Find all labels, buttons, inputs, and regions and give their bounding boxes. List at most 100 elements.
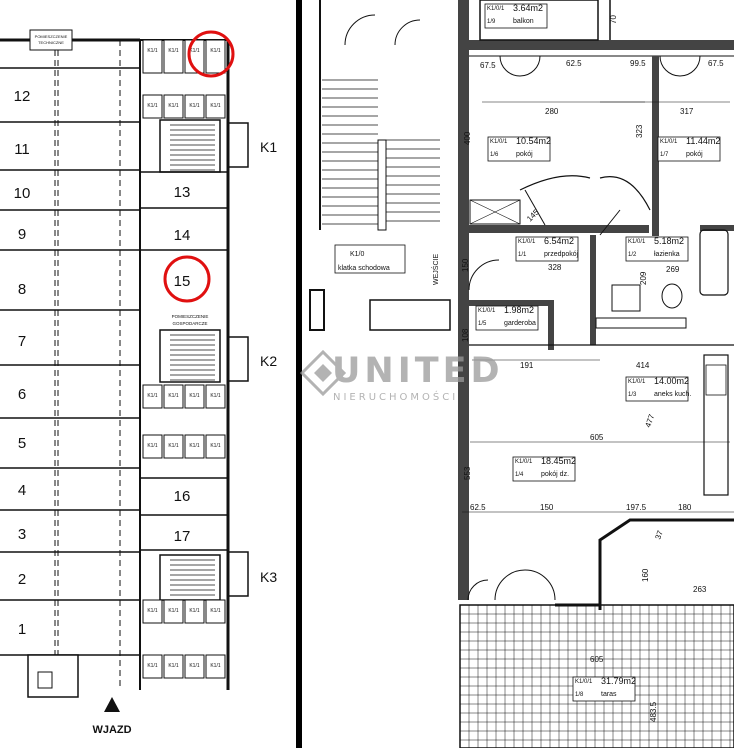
storage-cell-label: K1/1 [147,48,158,54]
parking-spot-label: 10 [14,185,31,202]
dimension-label: 414 [636,361,650,370]
utility-room-label-line2: GOSPODARCZE [172,321,207,326]
tech-room-label-line1: POMIESZCZENIE [35,34,68,39]
storage-cell-label: K1/1 [210,48,221,54]
watermark-subtitle: NIERUCHOMOŚCI [333,390,458,403]
tech-room-label-line2: TECHNICZNE [38,40,64,45]
storage-cell-label: K1/1 [210,663,221,669]
parking-spot-label: 17 [174,528,191,545]
dimension-label: 605 [590,655,604,664]
parking-spot-label: 13 [174,184,191,201]
storage-cell-label: K1/1 [189,103,200,109]
parking-spot-label: 11 [14,141,30,158]
stairwell-label-k3: K3 [260,569,277,585]
storage-cell-label: K1/1 [210,443,221,449]
dimension-label: 160 [641,568,650,582]
dimension-label: 150 [540,503,554,512]
room-name: taras [601,691,617,698]
staircase-label-box [334,244,406,274]
dimension-label: 553 [463,466,472,480]
watermark-title: UNITED [332,351,504,391]
room-name: garderoba [504,320,536,327]
room-label-box [572,676,636,702]
parking-spot-label: 3 [18,526,26,543]
dimension-label: 191 [520,361,534,370]
dimension-label: 62.5 [470,503,486,512]
room-label-box [657,136,721,162]
dimension-label: 477 [643,413,656,429]
dimension-label: 263 [693,585,707,594]
room-label-box [625,236,689,262]
storage-cell-label: K1/1 [147,663,158,669]
room-number: 1/6 [490,152,499,158]
storage-cell-label: K1/1 [168,663,179,669]
room-area: 10.54m2 [516,136,551,146]
room-name: aneks kuch. [654,391,691,398]
room-name: pokój dz. [541,471,569,478]
room-code: K1/0/1 [518,239,536,245]
panel-divider [296,0,302,748]
dimension-label: 150 [461,258,470,272]
stairwell-label-k1: K1 [260,139,277,155]
storage-cell-label: K1/1 [147,103,158,109]
storage-cell-label: K1/1 [168,393,179,399]
storage-cell-label: K1/1 [147,443,158,449]
parking-spot-label: 8 [18,281,26,298]
storage-cell-label: K1/1 [168,48,179,54]
storage-cell-label: K1/1 [168,103,179,109]
parking-spot-label: 2 [18,571,26,588]
watermark-logo-icon [299,349,347,397]
dimension-label: 323 [635,124,644,138]
room-number: 1/1 [518,252,527,258]
dimension-label: 605 [590,433,604,442]
room-code: K1/0/1 [478,308,496,314]
room-number: 1/2 [628,252,637,258]
room-code: K1/0/1 [628,239,646,245]
room-label-box [512,456,576,482]
parking-spot-label: 7 [18,333,26,350]
room-area: 14.00m2 [654,376,689,386]
parking-spot-label: 14 [174,227,191,244]
storage-cell-label: K1/1 [189,48,200,54]
parking-spot-label: 6 [18,386,26,403]
room-number: 1/8 [575,692,584,698]
storage-cell-label: K1/1 [210,393,221,399]
dimension-label: 99.5 [630,59,646,68]
storage-cell-label: K1/1 [189,393,200,399]
storage-cell-label: K1/1 [189,663,200,669]
room-number: 1/3 [628,392,637,398]
dimension-label: 37 [653,529,665,541]
dimension-label: 328 [548,263,562,272]
entrance-label: WEJŚCIE [431,254,440,285]
room-code: K1/0/1 [575,679,593,685]
stairwell-label-k2: K2 [260,353,277,369]
room-label-box [487,136,551,162]
storage-cell-label: K1/1 [147,393,158,399]
dimension-label: 62.5 [566,59,582,68]
dimension-label: 70 [609,15,618,24]
parking-spot-label: 9 [18,226,26,243]
dimension-label: 280 [545,107,559,116]
room-name: łazienka [654,251,680,258]
room-area: 18.45m2 [541,456,576,466]
storage-cell-label: K1/1 [168,608,179,614]
dimension-label: 400 [463,131,472,145]
room-code: K1/0/1 [490,139,508,145]
staircase-name: klatka schodowa [338,265,390,272]
dimension-label: 209 [639,271,648,285]
storage-cell-label: K1/1 [189,443,200,449]
room-name: balkon [513,18,534,25]
dimension-label: 483.5 [649,701,658,722]
room-number: 1/7 [660,152,669,158]
apartment-plan [309,0,734,749]
parking-spot-label: 15 [174,273,191,290]
room-code: K1/0/1 [515,459,533,465]
utility-room-label-line1: POMIESZCZENIE [172,314,209,319]
parking-spot-label: 1 [18,621,26,638]
dimension-label: 317 [680,107,694,116]
parking-spot-label: 4 [18,482,26,499]
